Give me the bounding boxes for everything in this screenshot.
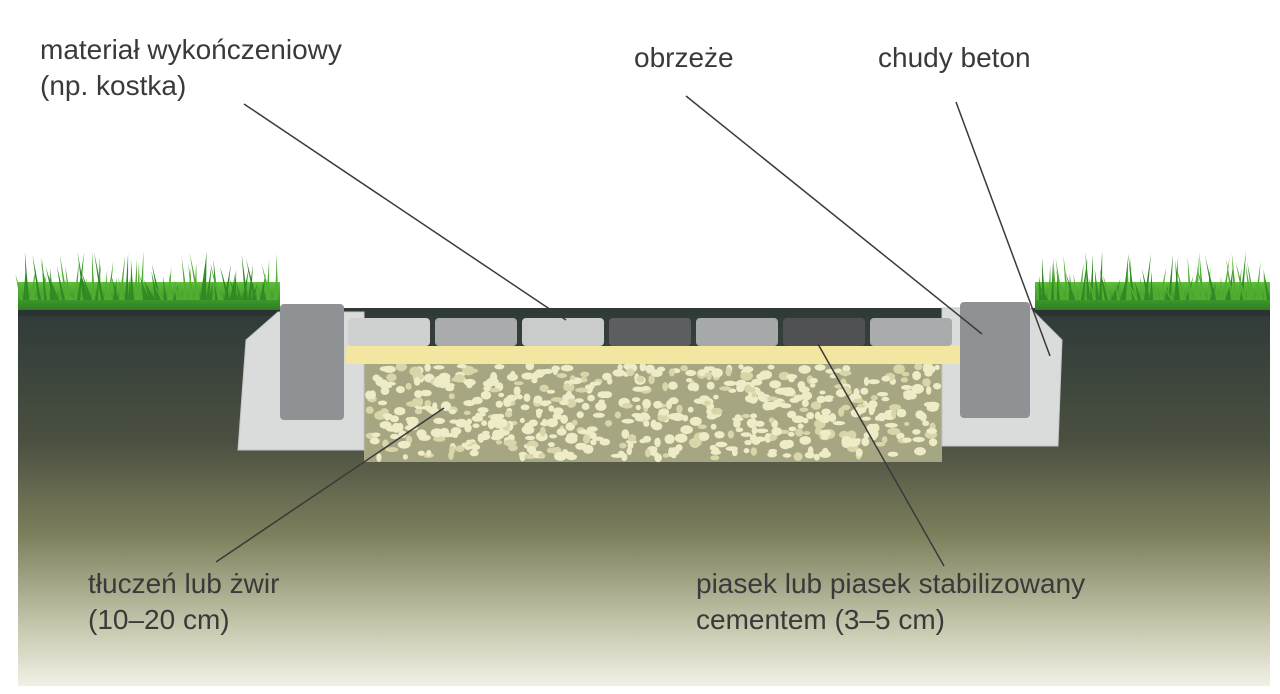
paving-stone [783, 318, 865, 346]
grass-left [15, 250, 280, 310]
paving-stone [870, 318, 952, 346]
label-crushed-stone-line1: tłuczeń lub żwir [88, 568, 280, 599]
leader-line-crushed-stone [215, 407, 445, 563]
grass-right [1035, 250, 1270, 310]
leader-line-edging [685, 95, 983, 335]
paving-stones [348, 318, 952, 346]
label-sand: piasek lub piasek stabilizowany cementem… [696, 566, 1085, 638]
label-edging: obrzeże [634, 40, 734, 76]
label-lean-concrete-text: chudy beton [878, 42, 1031, 73]
label-edging-text: obrzeże [634, 42, 734, 73]
paving-stone [609, 318, 691, 346]
paving-stone [696, 318, 778, 346]
label-sand-line2: cementem (3–5 cm) [696, 604, 945, 635]
label-sand-line1: piasek lub piasek stabilizowany [696, 568, 1086, 599]
edging-curb-left [280, 304, 344, 420]
gravel-stones [365, 361, 942, 463]
paving-stone [435, 318, 517, 346]
paving-stone [522, 318, 604, 346]
leader-line-lean-concrete [955, 101, 1051, 357]
label-crushed-stone: tłuczeń lub żwir (10–20 cm) [88, 566, 279, 638]
sand-layer [346, 346, 960, 364]
label-crushed-stone-line2: (10–20 cm) [88, 604, 230, 635]
leader-line-finishing [243, 103, 567, 321]
edging-curb-right [960, 302, 1030, 418]
leader-line-sand [817, 343, 945, 567]
label-finishing-material-line2: (np. kostka) [40, 70, 187, 101]
paving-stone [348, 318, 430, 346]
label-finishing-material-line1: materiał wykończeniowy [40, 34, 342, 65]
label-finishing-material: materiał wykończeniowy (np. kostka) [40, 32, 342, 104]
label-lean-concrete: chudy beton [878, 40, 1031, 76]
